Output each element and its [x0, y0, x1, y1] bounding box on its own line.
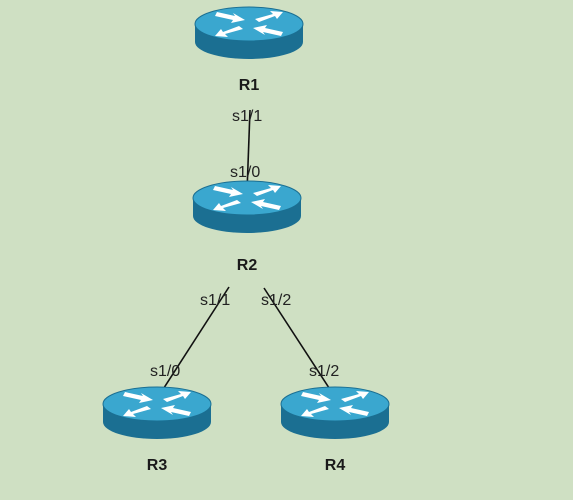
router-label-r1: R1: [239, 77, 260, 94]
router-icon: [194, 6, 304, 60]
router-r2[interactable]: [192, 180, 302, 234]
iface-label-r2-s1-0: s1/0: [230, 164, 260, 181]
iface-label-r3-s1-0: s1/0: [150, 363, 180, 380]
link-r2-r4: [263, 287, 334, 395]
router-label-r4: R4: [325, 457, 346, 474]
iface-label-r2-s1-2: s1/2: [261, 292, 291, 309]
router-label-r2: R2: [237, 257, 258, 274]
router-icon: [280, 386, 390, 440]
iface-label-r4-s1-2: s1/2: [309, 363, 339, 380]
iface-label-r1-s1-1: s1/1: [232, 108, 262, 125]
iface-label-r2-s1-1: s1/1: [200, 292, 230, 309]
link-r2-r3: [159, 286, 230, 395]
router-r3[interactable]: [102, 386, 212, 440]
router-label-r3: R3: [147, 457, 168, 474]
link-r1-r2: [246, 109, 251, 193]
router-r4[interactable]: [280, 386, 390, 440]
router-icon: [192, 180, 302, 234]
router-r1[interactable]: [194, 6, 304, 60]
router-icon: [102, 386, 212, 440]
